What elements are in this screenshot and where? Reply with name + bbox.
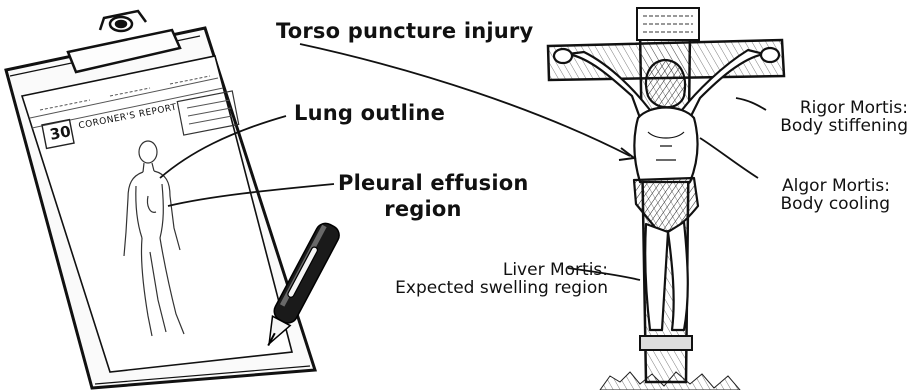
label-pleural-effusion: Pleural effusion region [338, 172, 508, 220]
label-torso-puncture: Torso puncture injury [276, 20, 533, 42]
label-algor-mortis: Algor Mortis: Body cooling [760, 178, 890, 214]
label-pleural-line1: Pleural effusion [338, 172, 508, 194]
clipboard [6, 11, 315, 388]
algor-leader-line [700, 138, 758, 178]
label-algor-line2: Body cooling [760, 196, 890, 214]
label-lung-outline: Lung outline [294, 102, 445, 124]
label-liver-line2: Expected swelling region [372, 280, 608, 298]
label-pleural-line2: region [338, 198, 508, 220]
label-rigor-mortis: Rigor Mortis: Body stiffening [756, 100, 908, 136]
label-rigor-line2: Body stiffening [756, 118, 908, 136]
coroner-report-paper [22, 56, 292, 372]
label-liver-mortis: Liver Mortis: Expected swelling region [372, 262, 608, 298]
